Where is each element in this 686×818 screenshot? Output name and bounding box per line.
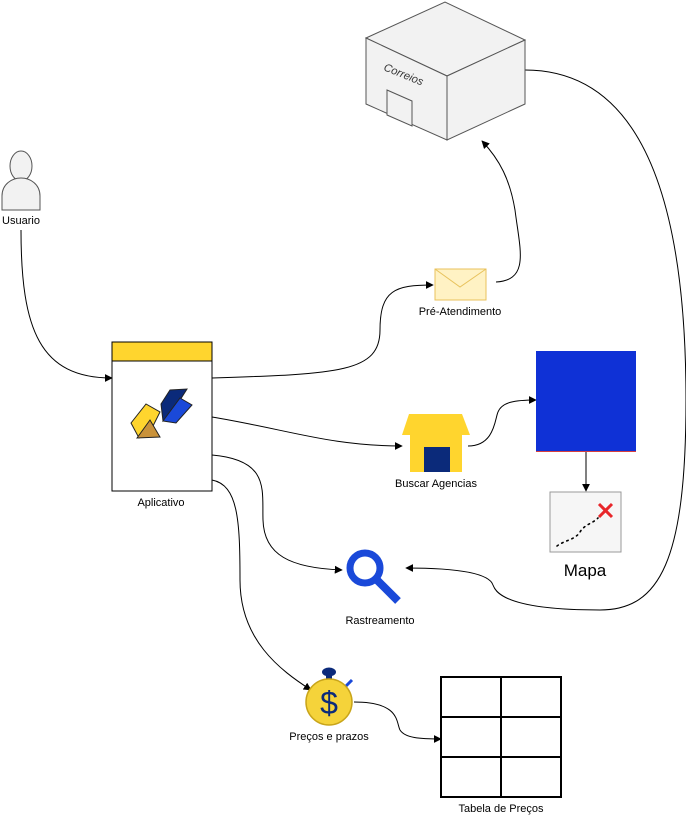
edge-buscar-agencias-blue-square bbox=[467, 396, 537, 447]
aplicativo-label: Aplicativo bbox=[137, 497, 184, 509]
node-correios: Correios bbox=[364, 1, 527, 141]
blue-square bbox=[536, 351, 636, 452]
node-blue-square bbox=[536, 351, 636, 452]
node-buscar-agencias: Buscar Agencias bbox=[395, 414, 477, 490]
node-rastreamento: Rastreamento bbox=[345, 549, 415, 627]
table-grid-icon bbox=[440, 676, 562, 798]
envelope-icon bbox=[434, 268, 487, 301]
mapa-label: Mapa bbox=[564, 561, 607, 580]
node-mapa: Mapa bbox=[549, 491, 622, 580]
edge-precos-prazos-tabela bbox=[353, 701, 442, 743]
app-header-bar bbox=[111, 341, 213, 362]
rastreamento-label: Rastreamento bbox=[345, 615, 414, 627]
edge-aplicativo-precos-prazos bbox=[211, 479, 312, 691]
edge-usuario-aplicativo bbox=[20, 229, 113, 382]
node-usuario: Usuario bbox=[1, 150, 41, 227]
edge-aplicativo-rastreamento bbox=[211, 454, 343, 574]
map-icon bbox=[549, 491, 622, 553]
store-icon bbox=[402, 414, 470, 472]
precos-prazos-label: Preços e prazos bbox=[289, 731, 369, 743]
app-logo-icon bbox=[130, 388, 193, 439]
node-pre-atendimento: Pré-Atendimento bbox=[419, 268, 502, 318]
pre-atendimento-label: Pré-Atendimento bbox=[419, 306, 502, 318]
search-icon bbox=[346, 549, 401, 604]
edge-aplicativo-pre-atendimento bbox=[211, 281, 434, 379]
money-timer-icon: $ bbox=[305, 667, 354, 726]
edges bbox=[20, 69, 686, 743]
edge-aplicativo-buscar-agencias bbox=[211, 416, 403, 450]
node-tabela-precos: Tabela de Preços bbox=[440, 676, 562, 815]
user-icon bbox=[1, 150, 41, 211]
dollar-glyph: $ bbox=[320, 685, 338, 721]
edge-correios-rastreamento bbox=[405, 69, 686, 611]
tabela-precos-label: Tabela de Preços bbox=[459, 803, 544, 815]
node-aplicativo: Aplicativo bbox=[111, 341, 213, 509]
usuario-label: Usuario bbox=[2, 215, 40, 227]
node-precos-prazos: $ Preços e prazos bbox=[289, 667, 369, 743]
edge-pre-atendimento-correios bbox=[481, 140, 521, 283]
buscar-agencias-label: Buscar Agencias bbox=[395, 478, 477, 490]
building-box-icon bbox=[364, 1, 527, 141]
